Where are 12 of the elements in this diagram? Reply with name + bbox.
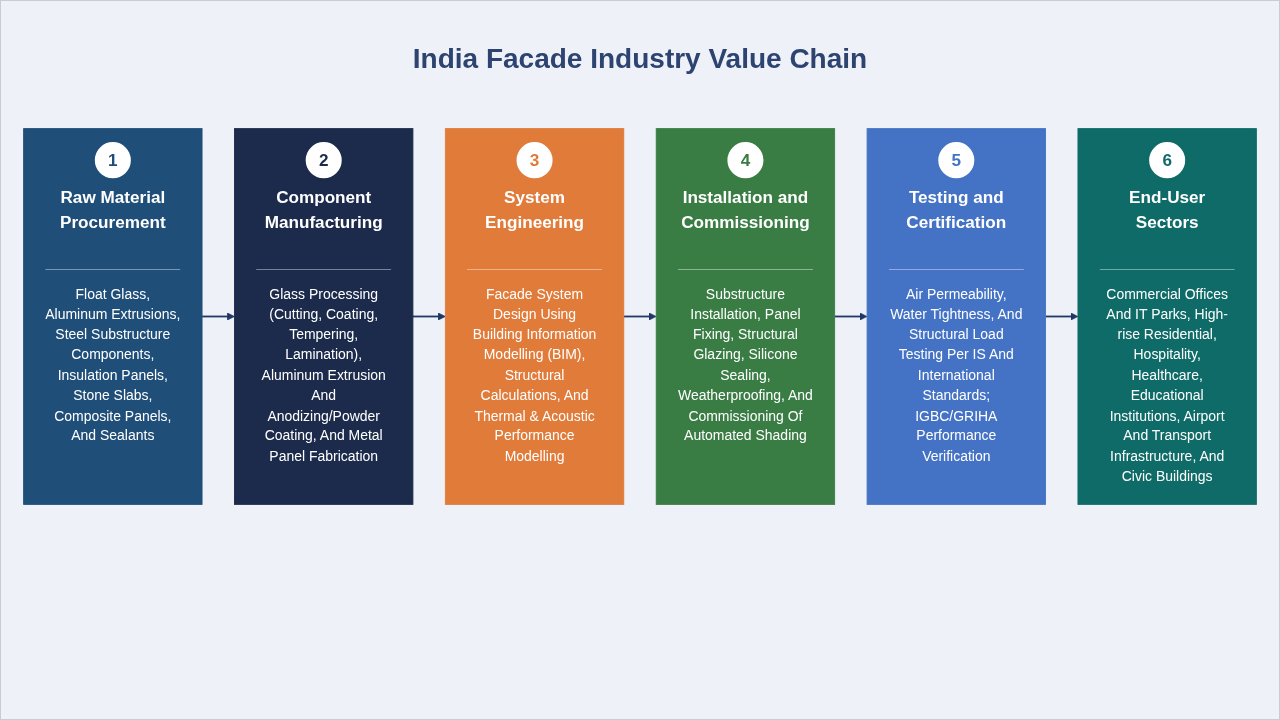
arrow [1044,312,1079,321]
title: India Facade Industry Value Chain [411,42,869,76]
arrow [622,312,657,321]
arrow [201,312,235,321]
arrow [833,312,868,321]
node-box: 4 Installation and Commissioning Substructure Installation, Panel Fixing, Structural Glazing, Silicone Sealing, Weatherproofing, And Commissioning Of Automated Shading [655,128,836,505]
node-box: 5 Testing and Certification Air Permeability, Water Tightness, And Structural Load Testing Per IS And International Standards; IGBC/GRIHA Performance Verification [866,128,1046,505]
node-box: 6 End-User Sectors Commercial Offices And IT Parks, High-rise Residential, Hospitality, Healthcare, Educational Institutions, Airport And Transport Infrastructure, And Civic Buildings [1077,128,1257,505]
node-box: 1 Raw Material Procurement Float Glass, Aluminum Extrusions, Steel Substructure Components, Insulation Panels, Stone Slabs, Composite Panels, And Sealants [23,128,203,505]
node-box: 2 Component Manufacturing Glass Processing (Cutting, Coating, Tempering, Lamination), Aluminum Extrusion And Anodizing/Powder Coating, And Metal Panel Fabrication [234,128,414,505]
arrow [412,312,446,321]
node-box: 3 System Engineering Facade System Design Using Building Information Modelling (BIM), Structural Calculations, And Thermal & Acoustic Performance Modelling [444,128,625,505]
